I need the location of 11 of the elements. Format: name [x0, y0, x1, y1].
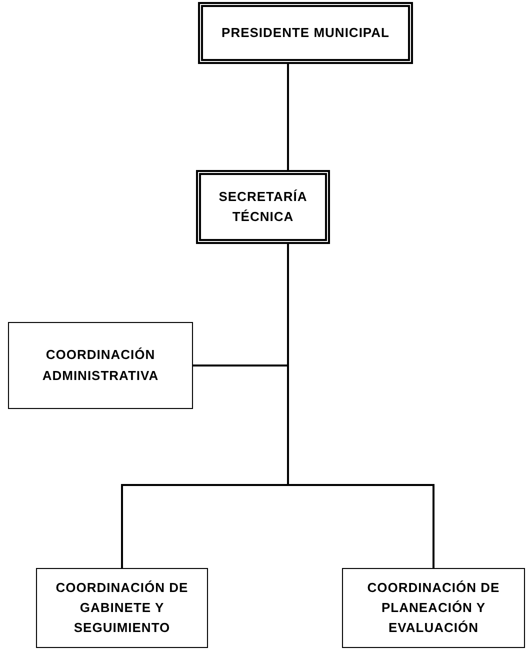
box-label: PRESIDENTE MUNICIPAL: [222, 24, 390, 42]
box-label: SECRETARÍA TÉCNICA: [218, 188, 308, 226]
org-box: [36, 568, 208, 648]
org-box: [342, 568, 525, 648]
box-label: COORDINACIÓN ADMINISTRATIVA: [41, 346, 160, 384]
connector-line: [287, 64, 289, 170]
box-label: COORDINACIÓN DE GABINETE Y SEGUIMIENTO: [54, 578, 190, 638]
org-box: [196, 170, 330, 244]
org-box: [198, 2, 413, 64]
box-label: COORDINACIÓN DE PLANEACIÓN Y EVALUACIÓN: [366, 578, 501, 638]
org-box: [8, 322, 193, 409]
